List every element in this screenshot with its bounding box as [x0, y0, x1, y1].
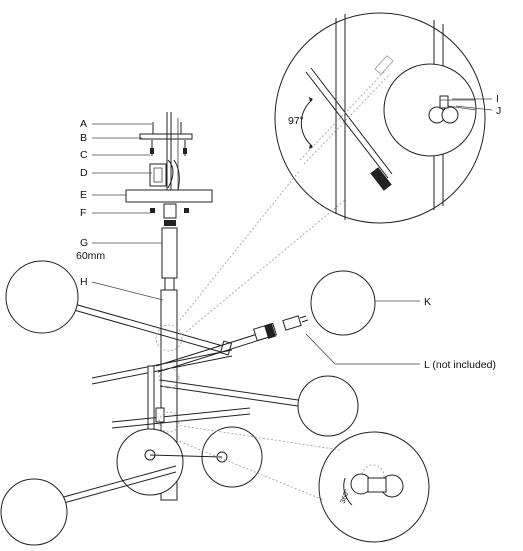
- arm-lower-left: [111, 365, 251, 457]
- stem-g: [161, 227, 178, 279]
- label-f: F: [80, 207, 86, 219]
- globe-lower-right: [201, 426, 263, 488]
- arm-middle: [91, 349, 359, 437]
- detail-marker-2: [158, 367, 180, 389]
- label-j: J: [496, 105, 501, 117]
- sub-detail-circle: [383, 63, 477, 157]
- globe-upper-left: [5, 260, 79, 334]
- ceiling-mount: [125, 112, 213, 291]
- angle-arc-top: [300, 99, 313, 147]
- globe-lower-center: [116, 428, 184, 496]
- canopy: [125, 189, 213, 203]
- screw-a: [152, 122, 182, 134]
- screw-c: [150, 140, 187, 156]
- arm-lower-globes: [116, 426, 263, 496]
- detail-marker-3: [158, 411, 180, 433]
- label-l: L (not included): [424, 359, 496, 371]
- globe-right: [297, 375, 359, 437]
- label-k: K: [424, 296, 431, 308]
- detail-circle-top: 97°: [274, 12, 486, 224]
- label-c: C: [80, 149, 88, 161]
- label-b: B: [80, 132, 87, 144]
- globe-bottom-left: [0, 478, 68, 546]
- callout-lines: [91, 98, 493, 365]
- label-h: H: [80, 276, 88, 288]
- detail-marker-1: [155, 324, 183, 352]
- ghost-rod: [299, 55, 394, 165]
- label-e: E: [80, 189, 87, 201]
- globe-k: [310, 270, 376, 336]
- label-a: A: [80, 118, 87, 130]
- angle-label-top: 97°: [288, 115, 304, 127]
- arm-upper-right: [155, 315, 309, 373]
- label-g-size: 60mm: [76, 250, 105, 262]
- leader-top-2: [185, 199, 346, 333]
- bulb-l: [282, 315, 309, 331]
- angle-arc-bottom: [343, 477, 353, 506]
- wire-connector-d: [149, 159, 180, 191]
- label-d: D: [80, 167, 88, 179]
- leader-bottom-2: [175, 439, 325, 501]
- arm-upper-left: [5, 260, 233, 356]
- leader-top-1: [179, 169, 301, 321]
- label-i: I: [496, 93, 499, 105]
- nuts-f: [150, 203, 189, 226]
- arm-bottom: [0, 465, 177, 546]
- detail-circle-bottom: 360°: [318, 431, 430, 543]
- rotated-rod: [305, 67, 393, 191]
- mounting-plate: [139, 133, 193, 140]
- label-g: G: [80, 237, 88, 249]
